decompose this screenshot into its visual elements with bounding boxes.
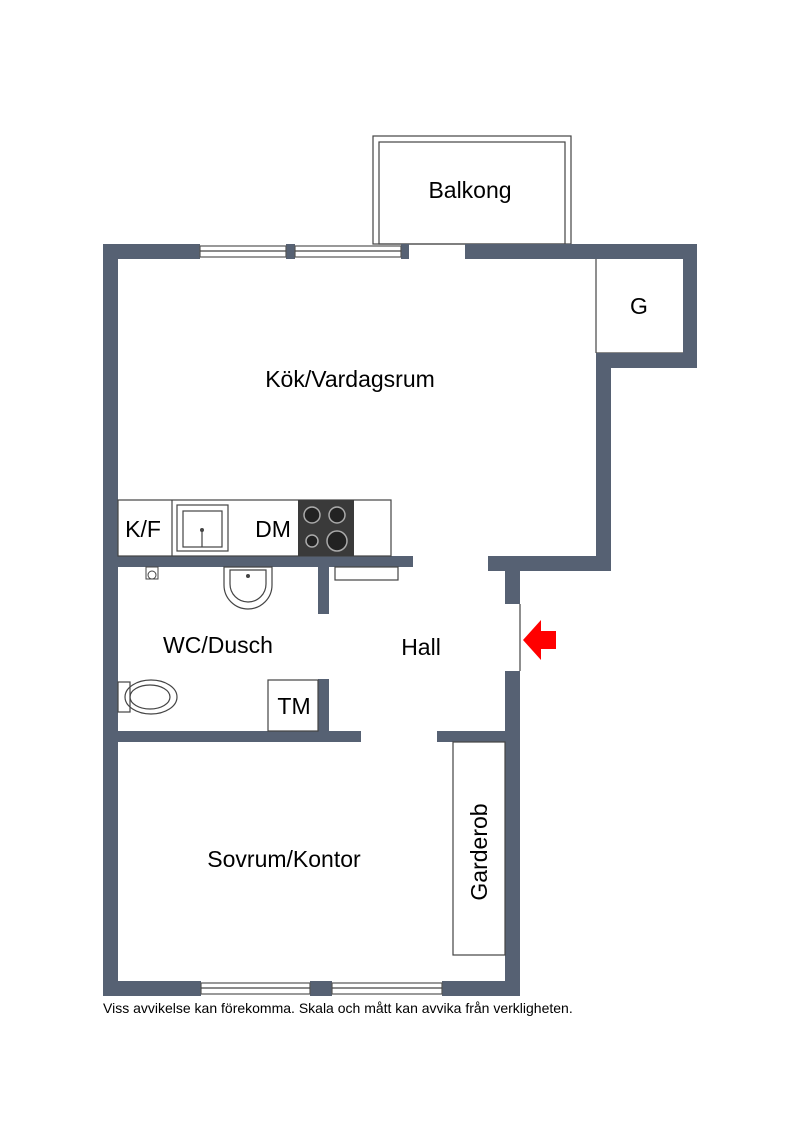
room-label-bedroom: Sovrum/Kontor [207, 846, 361, 872]
windows [199, 245, 443, 995]
fixture-label-fridge: K/F [125, 516, 161, 542]
room-label-living: Kök/Vardagsrum [265, 366, 435, 392]
walls [103, 244, 697, 996]
fixture-label-dryer: TM [277, 693, 310, 719]
room-label-hall: Hall [401, 634, 441, 660]
entrance-arrow-icon [523, 620, 556, 660]
room-label-wardrobe: Garderob [466, 803, 492, 900]
room-label-bathroom: WC/Dusch [163, 632, 273, 658]
kitchen-counter [117, 499, 399, 581]
fixture-label-dishwasher: DM [255, 516, 291, 542]
disclaimer-text: Viss avvikelse kan förekomma. Skala och … [103, 1000, 573, 1016]
room-label-storage: G [630, 293, 648, 319]
bathroom-fixtures [117, 566, 319, 732]
wardrobe [452, 741, 506, 956]
entrance [519, 604, 556, 671]
room-label-balcony: Balkong [428, 177, 511, 203]
